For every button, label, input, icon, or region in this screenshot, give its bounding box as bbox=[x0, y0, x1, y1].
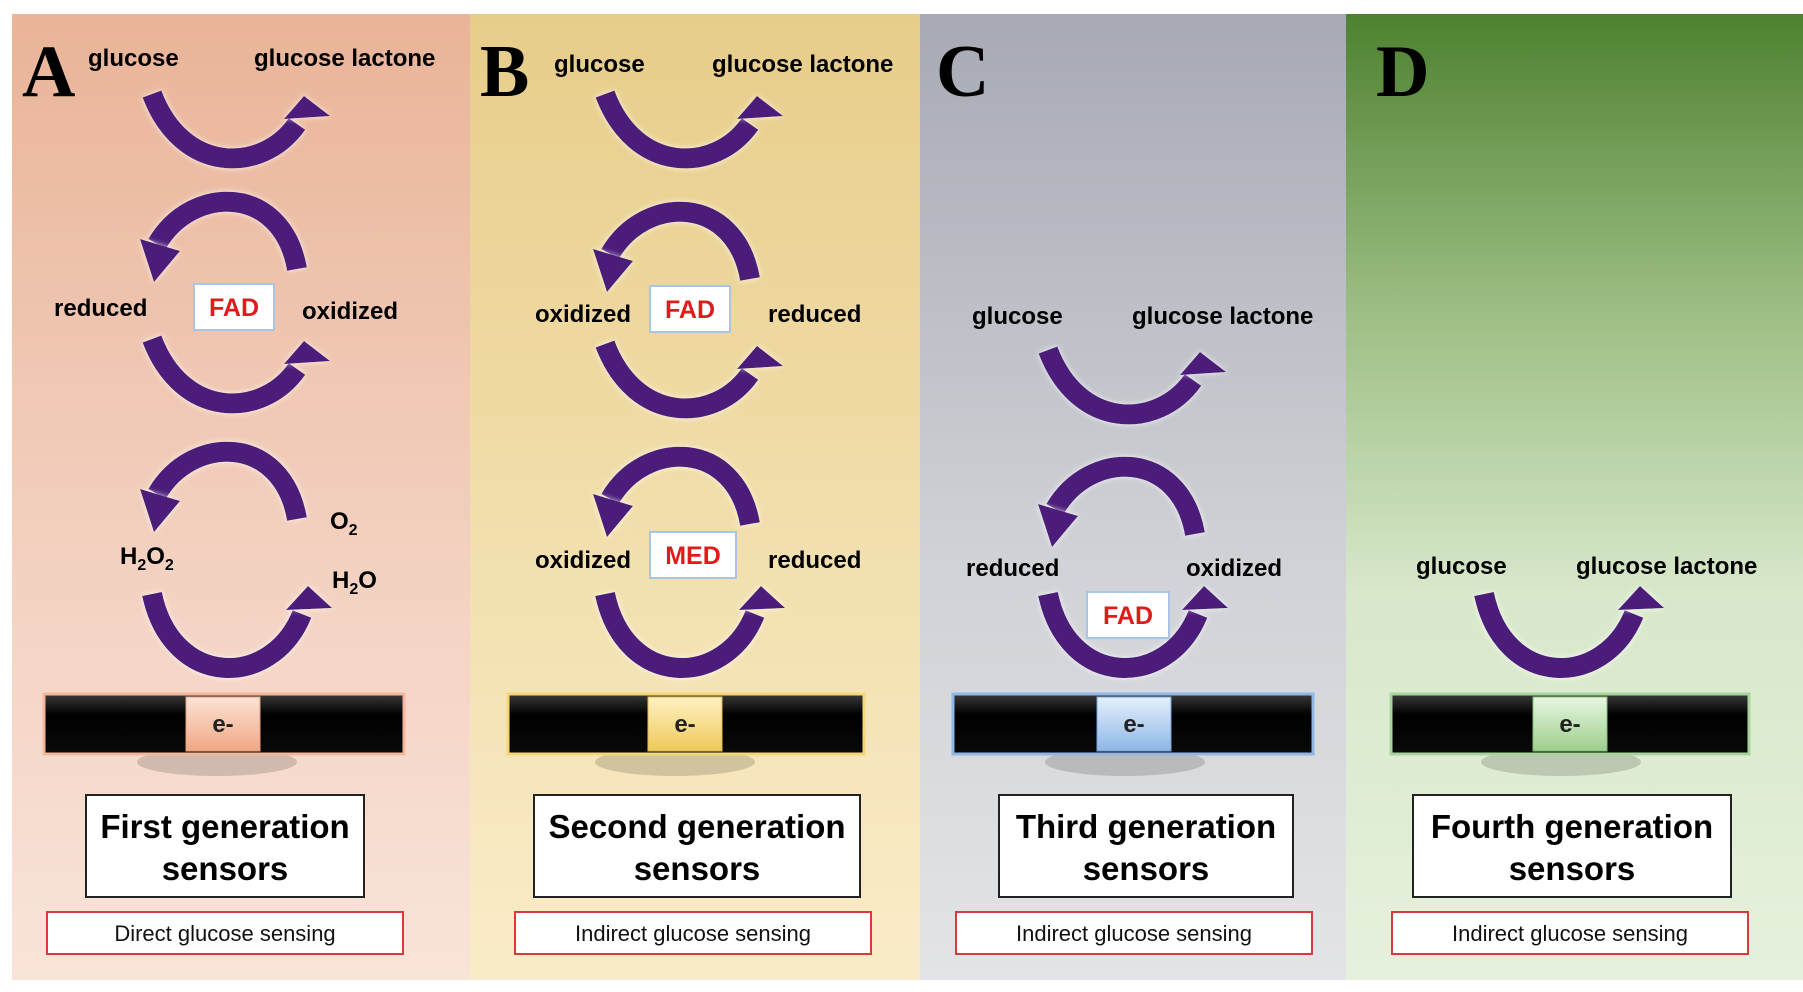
label-glucose: glucose bbox=[972, 303, 1063, 330]
electrode: e- bbox=[42, 692, 406, 776]
label-glucose: glucose bbox=[88, 45, 179, 72]
sensing-type-box: Indirect glucose sensing bbox=[955, 911, 1313, 955]
electron-label: e- bbox=[1559, 711, 1580, 738]
panel-second-generation: B glucose glucose lactone oxidized FAD bbox=[470, 14, 920, 980]
label-glucose-lactone: glucose lactone bbox=[254, 45, 435, 72]
electrode: e- bbox=[951, 692, 1315, 776]
electrode: e- bbox=[1389, 692, 1751, 776]
panel-letter: C bbox=[936, 31, 989, 113]
electrode: e- bbox=[506, 692, 866, 776]
generation-line1: Second generation bbox=[548, 808, 845, 845]
fad-box: FAD bbox=[1086, 591, 1170, 639]
generation-line1: Third generation bbox=[1016, 808, 1276, 845]
sensing-type: Direct glucose sensing bbox=[114, 921, 335, 946]
generation-title-box: First generation sensors bbox=[85, 794, 365, 898]
sensing-type: Indirect glucose sensing bbox=[1016, 921, 1252, 946]
fad-box: FAD bbox=[649, 285, 731, 333]
arrowheads bbox=[1618, 586, 1664, 610]
label-glucose-lactone: glucose lactone bbox=[1132, 303, 1313, 330]
sensing-type-box: Direct glucose sensing bbox=[46, 911, 404, 955]
sensing-type: Indirect glucose sensing bbox=[1452, 921, 1688, 946]
label-glucose-lactone: glucose lactone bbox=[712, 51, 893, 78]
label-reduced-fad: reduced bbox=[768, 301, 861, 328]
electron-label: e- bbox=[674, 711, 695, 738]
generation-line1: First generation bbox=[100, 808, 349, 845]
label-h2o2: H2O2 bbox=[120, 543, 174, 574]
enzyme-cycle-arrows bbox=[595, 90, 765, 678]
label-oxidized-fad: oxidized bbox=[535, 301, 631, 328]
panel-letter: A bbox=[22, 31, 75, 113]
arrowheads bbox=[593, 96, 785, 610]
label-reduced: reduced bbox=[966, 555, 1059, 582]
label-glucose-lactone: glucose lactone bbox=[1576, 553, 1757, 580]
generation-line2: sensors bbox=[1509, 850, 1636, 887]
generation-line2: sensors bbox=[162, 850, 289, 887]
fad-box: FAD bbox=[193, 283, 275, 331]
mediator-box: MED bbox=[649, 531, 737, 579]
fad-label: FAD bbox=[1103, 602, 1153, 630]
generation-line2: sensors bbox=[1083, 850, 1210, 887]
generation-title-box: Fourth generation sensors bbox=[1412, 794, 1732, 898]
label-reduced-med: reduced bbox=[768, 547, 861, 574]
label-glucose: glucose bbox=[554, 51, 645, 78]
enzyme-cycle-arrows bbox=[1038, 346, 1208, 678]
sensing-type: Indirect glucose sensing bbox=[575, 921, 811, 946]
electron-label: e- bbox=[1123, 711, 1144, 738]
generation-line1: Fourth generation bbox=[1431, 808, 1713, 845]
label-oxidized: oxidized bbox=[302, 298, 398, 325]
arrowheads bbox=[140, 96, 332, 610]
panel-third-generation: C glucose glucose lactone reduced oxidiz… bbox=[920, 14, 1346, 980]
fad-label: FAD bbox=[209, 294, 259, 322]
label-oxidized-med: oxidized bbox=[535, 547, 631, 574]
generation-title-box: Second generation sensors bbox=[533, 794, 861, 898]
sensing-type-box: Indirect glucose sensing bbox=[1391, 911, 1749, 955]
label-reduced: reduced bbox=[54, 295, 147, 322]
panel-first-generation: A glucose glucose lactone reduced FAD bbox=[12, 14, 470, 980]
generation-title-box: Third generation sensors bbox=[998, 794, 1294, 898]
arrowheads bbox=[1038, 352, 1228, 610]
label-h2o: H2O bbox=[332, 567, 377, 598]
label-oxidized: oxidized bbox=[1186, 555, 1282, 582]
enzyme-cycle-arrows bbox=[1474, 591, 1644, 678]
sensing-type-box: Indirect glucose sensing bbox=[514, 911, 872, 955]
label-o2: O2 bbox=[330, 508, 358, 539]
generation-line2: sensors bbox=[634, 850, 761, 887]
mediator-label: MED bbox=[665, 542, 721, 570]
panel-letter: D bbox=[1376, 31, 1429, 113]
electron-label: e- bbox=[212, 711, 233, 738]
enzyme-cycle-arrows bbox=[142, 90, 312, 678]
panel-letter: B bbox=[480, 31, 529, 113]
label-glucose: glucose bbox=[1416, 553, 1507, 580]
panel-fourth-generation: D glucose glucose lactone e- Fourth gene… bbox=[1346, 14, 1803, 980]
fad-label: FAD bbox=[665, 296, 715, 324]
